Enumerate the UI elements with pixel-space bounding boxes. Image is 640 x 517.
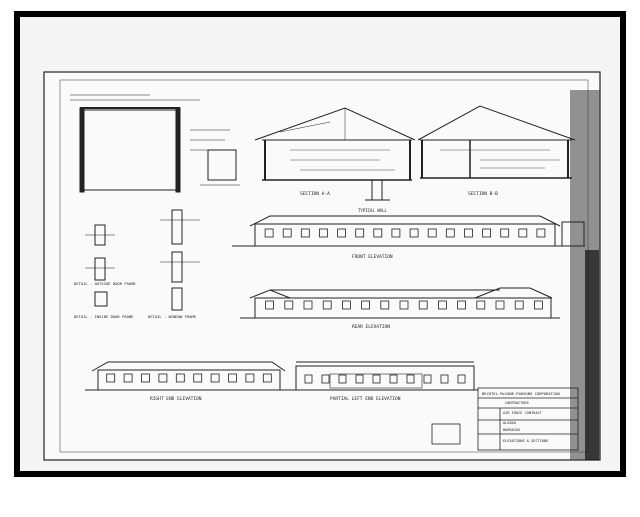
grime-right-dark — [585, 250, 599, 460]
window — [406, 374, 415, 384]
window — [463, 228, 473, 238]
window — [355, 228, 365, 238]
section-a-a-drawing — [254, 107, 416, 181]
window — [514, 300, 524, 310]
window — [423, 374, 432, 384]
window — [445, 228, 455, 238]
window — [245, 373, 255, 383]
title-firm-sub: CONTRACTORS — [505, 401, 529, 405]
window — [141, 373, 150, 383]
sheet-border — [43, 71, 601, 461]
window — [391, 228, 401, 238]
window — [337, 228, 347, 238]
partial-left-elevation-label: PARTIAL LEFT END ELEVATION — [330, 396, 401, 402]
window — [264, 228, 274, 238]
front-elevation-label: FRONT ELEVATION — [352, 254, 393, 260]
window — [210, 373, 220, 383]
title-line1: AIR FORCE CONTRACT — [503, 411, 543, 415]
window — [341, 300, 351, 310]
window — [534, 300, 543, 310]
window — [338, 374, 347, 384]
typical-wall-label: TYPICAL WALL — [358, 208, 387, 213]
window — [500, 228, 510, 238]
window — [495, 300, 505, 310]
front-windows — [264, 228, 546, 238]
right-end-windows — [106, 373, 272, 383]
window — [440, 374, 449, 384]
window — [373, 228, 383, 238]
window — [321, 374, 330, 384]
window — [389, 374, 398, 384]
title-line2: ALASKA — [503, 421, 517, 425]
window — [380, 300, 390, 310]
window — [361, 300, 371, 310]
window — [355, 374, 364, 384]
window — [399, 300, 409, 310]
title-block — [431, 387, 579, 451]
window — [418, 300, 428, 310]
window — [476, 300, 486, 310]
window — [409, 228, 419, 238]
rear-elevation-label: REAR ELEVATION — [352, 324, 390, 330]
title-firm: BECHTEL-McCONE-PARSONS CORPORATION — [482, 391, 560, 396]
window — [175, 373, 185, 383]
rear-windows — [265, 300, 543, 310]
window — [322, 300, 332, 310]
window — [262, 373, 272, 383]
section-b-b-drawing — [417, 105, 576, 179]
window — [193, 373, 203, 383]
wall-detail — [70, 94, 240, 193]
window — [437, 300, 447, 310]
window — [427, 228, 437, 238]
front-elevation-drawing — [232, 215, 585, 247]
window — [158, 373, 168, 383]
window — [300, 228, 310, 238]
window — [284, 300, 294, 310]
section-a-label: SECTION A-A — [300, 191, 330, 197]
window — [482, 228, 492, 238]
window — [123, 373, 133, 383]
window — [304, 374, 313, 384]
window — [457, 300, 467, 310]
window — [303, 300, 313, 310]
door-window-details — [85, 209, 200, 311]
window — [536, 228, 546, 238]
window — [106, 373, 116, 383]
window — [265, 300, 275, 310]
typical-wall-drawing — [365, 180, 390, 201]
detail-window-label: DETAIL - WINDOW FRAME — [148, 314, 197, 319]
window — [457, 374, 466, 384]
detail-inside-door-label: DETAIL - INSIDE DOOR FRAME — [74, 314, 134, 319]
window — [318, 228, 328, 238]
partial-left-elevation-drawing — [290, 361, 478, 391]
detail-outside-door-label: DETAIL - OUTSIDE DOOR FRAME — [74, 281, 136, 286]
rear-elevation-drawing — [240, 287, 560, 319]
window — [282, 228, 292, 238]
right-end-elevation-drawing — [85, 361, 290, 391]
section-b-label: SECTION B-B — [468, 191, 498, 197]
window — [372, 374, 381, 384]
title-line3: BARRACKS — [503, 428, 520, 432]
title-line4: ELEVATIONS & SECTIONS — [503, 439, 548, 443]
partial-left-windows — [304, 374, 466, 384]
window — [228, 373, 237, 383]
window — [518, 228, 528, 238]
right-end-elevation-label: RIGHT END ELEVATION — [150, 396, 202, 402]
